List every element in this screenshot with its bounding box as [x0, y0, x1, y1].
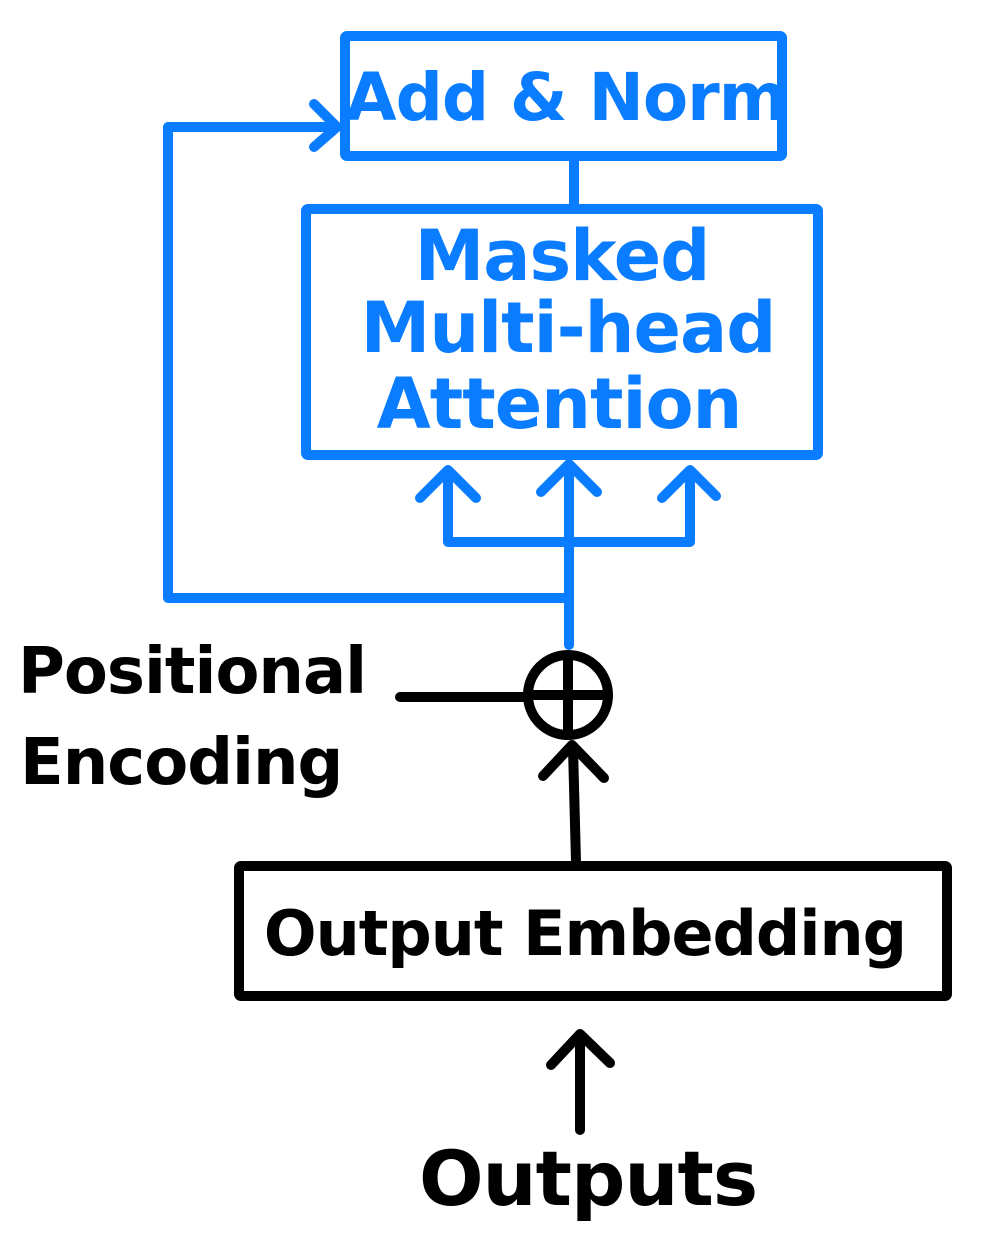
output-embedding-box: [234, 861, 952, 1001]
qkv-branch-line: [443, 470, 695, 547]
attention-box: [301, 204, 823, 460]
circled-plus-icon: [523, 650, 613, 740]
add-norm-box: [340, 31, 787, 161]
positional-label-line1: Positional: [18, 635, 366, 709]
outputs-label: Outputs: [419, 1134, 757, 1223]
residual-arrow-icon: [309, 99, 342, 152]
add-norm-label: Add & Norm: [346, 59, 787, 136]
attention-label-line2: Multi-head: [361, 287, 776, 369]
query-arrow-icon: [415, 465, 481, 503]
outputs-arrow-icon: [546, 1029, 615, 1070]
positional-label-line2: Encoding: [20, 726, 342, 800]
output-embedding-label: Output Embedding: [264, 897, 906, 970]
key-arrow-icon: [536, 459, 602, 497]
embedding-to-sum-line: [568, 743, 581, 867]
embedding-arrow-icon: [538, 740, 609, 783]
attention-label-line1: Masked: [415, 215, 710, 297]
black-section: Positional Encoding Output Embedding Out…: [18, 635, 952, 1223]
blue-section: Add & Norm Masked Multi-head Attention: [163, 31, 823, 650]
value-arrow-icon: [657, 465, 721, 503]
attention-label-line3: Attention: [377, 363, 742, 445]
residual-connection-line: [163, 122, 574, 603]
